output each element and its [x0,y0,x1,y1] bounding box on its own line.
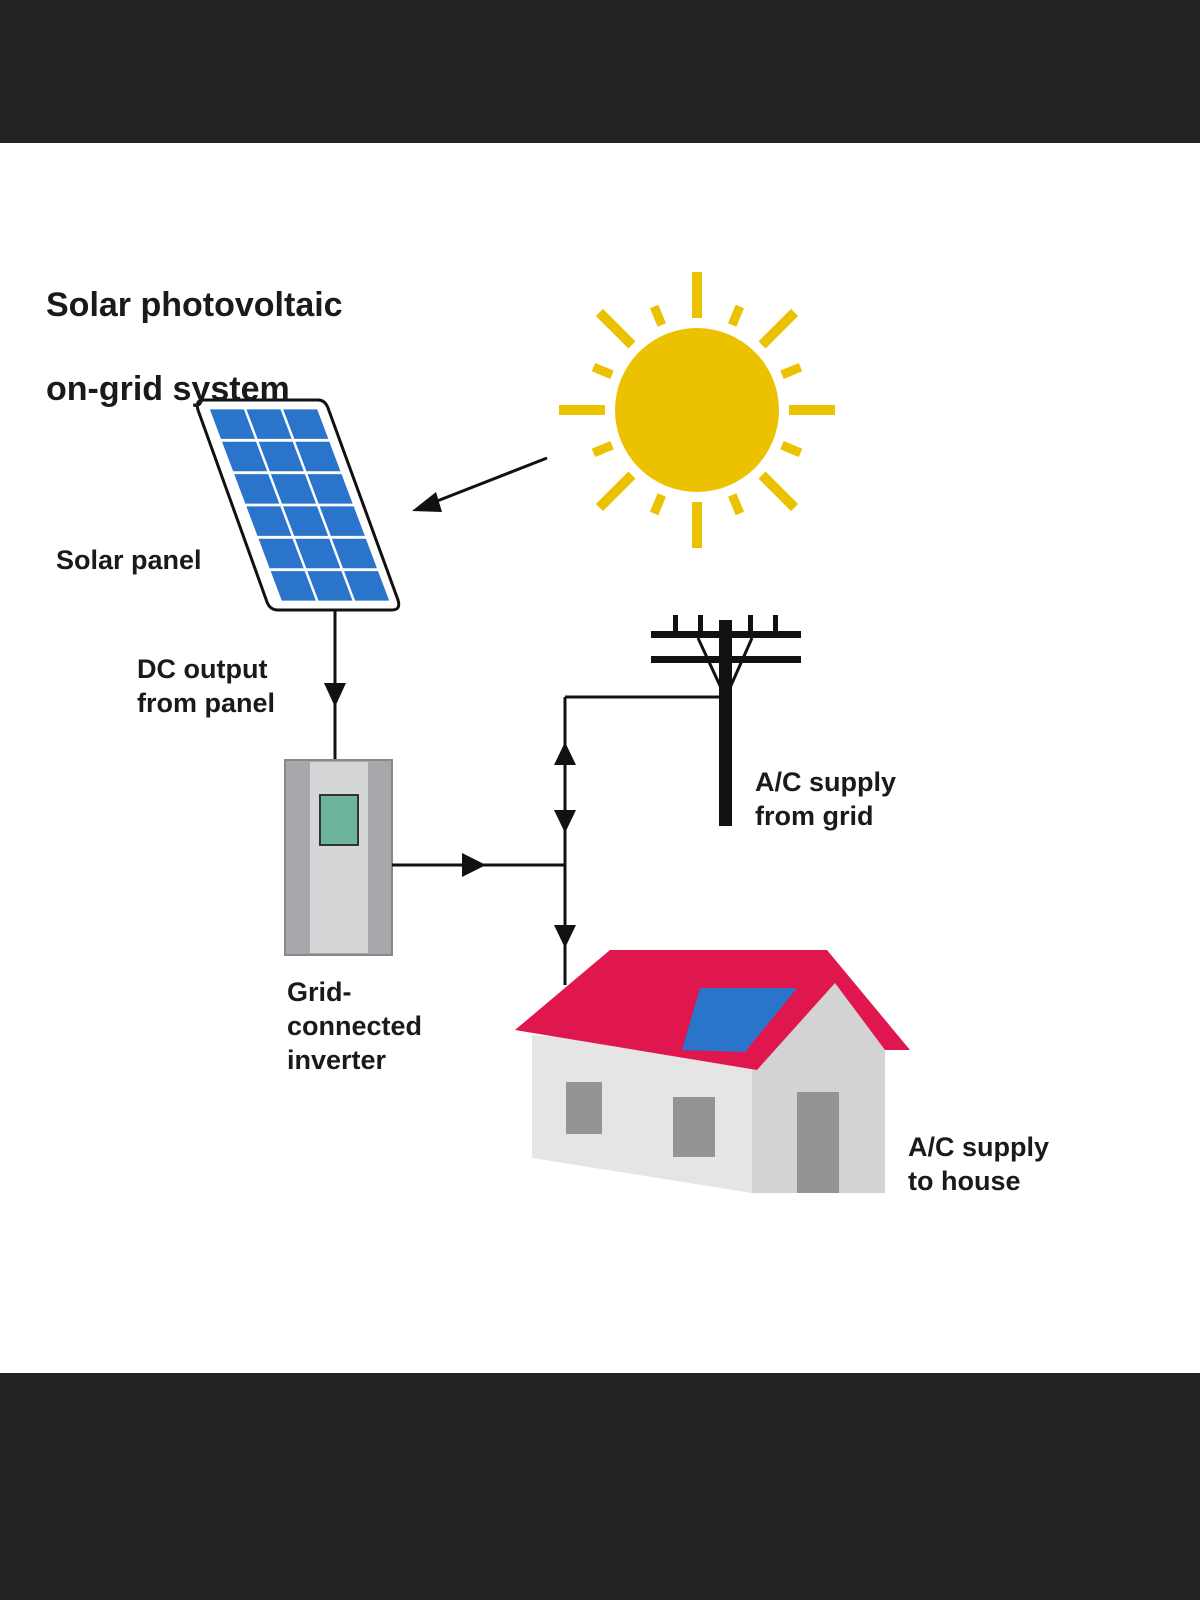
solar-cell [222,441,268,472]
sun-ray [649,304,666,327]
solar-cell [234,474,280,504]
sun-ray [595,308,636,349]
solar-cell [270,474,316,504]
dc-output-label: DC output from panel [137,654,276,718]
solar-cell [307,474,353,504]
solar-cell [246,409,292,439]
sun-ray [591,362,614,379]
ac-wiring [392,695,727,985]
sun-disc [615,328,779,492]
sun-ray [728,304,745,327]
house-icon [515,950,910,1193]
solar-cell [307,571,353,601]
solar-cell [344,571,390,601]
sunlight-arrow [412,456,548,512]
solar-cell [283,506,329,536]
ac-grid-label: A/C supply from grid [755,767,897,831]
inverter-label: Grid- connected inverter [287,977,423,1075]
sun-ray [595,471,636,512]
solar-cell [209,409,255,439]
sun-icon [559,272,835,548]
solar-cell [283,409,329,439]
sun-ray [780,362,803,379]
solar-cell [258,441,304,472]
solar-cell [295,441,341,472]
solar-cell [270,571,316,601]
sun-ray [728,493,745,516]
solar-cell [319,506,365,536]
inverter-icon [284,759,393,956]
diagram-title: Solar photovoltaic on-grid system [46,242,343,410]
solar-panel-label: Solar panel [56,545,202,575]
utility-pole-icon [651,615,801,826]
sun-ray [780,441,803,458]
solar-cell [258,538,304,569]
dc-line [324,610,346,762]
solar-cell [295,538,341,569]
solar-cell [246,506,292,536]
ac-house-label: A/C supply to house [908,1132,1050,1196]
sun-ray [758,471,799,512]
sun-ray [649,493,666,516]
title-line-1: Solar photovoltaic [46,286,343,324]
solar-cell [331,538,377,569]
sun-ray [758,308,799,349]
solar-panel-icon [195,398,401,612]
title-line-2: on-grid system [46,370,290,408]
sun-ray [591,441,614,458]
